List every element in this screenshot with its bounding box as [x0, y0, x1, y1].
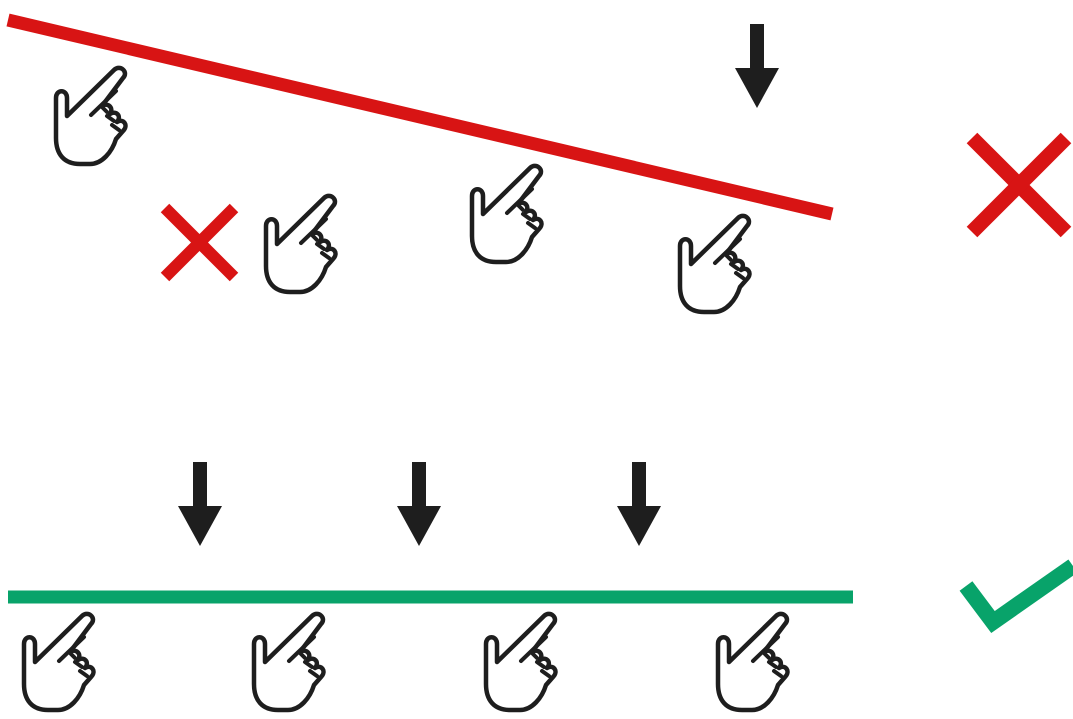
pointing-hand-icon	[254, 614, 323, 710]
pointing-hand-icon	[718, 614, 787, 710]
check-icon	[959, 559, 1073, 633]
pointing-hand-icon	[486, 614, 555, 710]
pointing-hand-icon	[680, 216, 749, 312]
correct-panel	[8, 462, 1073, 710]
pointing-hand-icon	[24, 614, 93, 710]
pointing-hand-icon	[472, 166, 541, 262]
pointing-hand-icon	[56, 68, 125, 164]
down-arrow-icon	[735, 24, 779, 108]
down-arrow-icon	[397, 462, 441, 546]
pointing-hand-icon	[266, 196, 335, 292]
slanted-line	[6, 13, 834, 221]
incorrect-panel	[6, 13, 1072, 312]
cross-icon	[966, 132, 1072, 238]
down-arrow-icon	[178, 462, 222, 546]
cross-icon	[160, 203, 239, 282]
down-arrow-icon	[617, 462, 661, 546]
